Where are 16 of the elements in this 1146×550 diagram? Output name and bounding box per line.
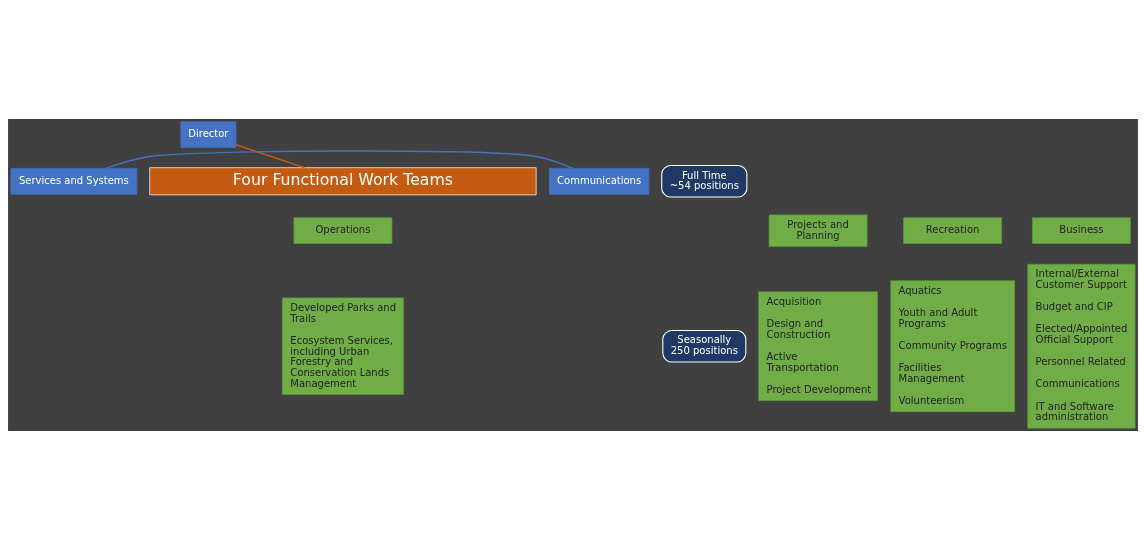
- connector: [235, 144, 306, 169]
- node-box: Operations: [293, 217, 393, 244]
- node-box: Director: [180, 121, 237, 148]
- connector: [105, 150, 574, 170]
- node-box: Internal/External Customer Support Budget and CIP Elected/Appointed Official Support Personnel Related Communications IT and Software administration: [1027, 263, 1136, 429]
- node-box: Aquatics Youth and Adult Programs Community Programs Facilities Management Volunteerism: [890, 280, 1015, 413]
- node-box: Four Functional Work Teams: [149, 167, 537, 196]
- node-box: Seasonally 250 positions: [662, 329, 747, 363]
- node-box: Developed Parks and Trails Ecosystem Services, including Urban Forestry and Conservation Lands Management: [282, 297, 404, 395]
- node-box: Business: [1032, 217, 1131, 244]
- node-box: Communications: [549, 168, 650, 195]
- node-box: Projects and Planning: [768, 214, 868, 247]
- node-box: Full Time ~54 positions: [661, 164, 748, 198]
- node-box: Services and Systems: [10, 168, 138, 195]
- node-box: Acquisition Design and Construction Active Transportation Project Development: [758, 291, 878, 401]
- node-box: Recreation: [903, 217, 1002, 244]
